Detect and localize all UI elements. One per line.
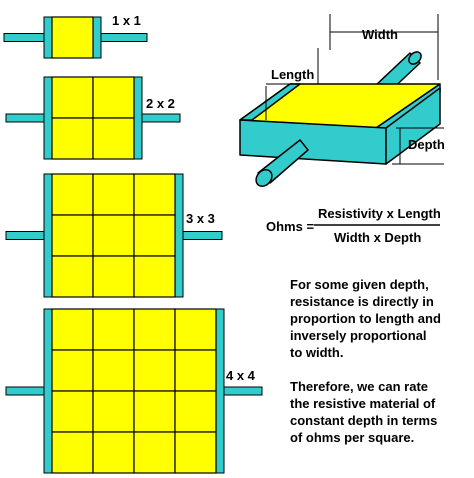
note-line <box>290 361 441 378</box>
dimension-lines <box>265 14 444 165</box>
lead-wire-right <box>182 231 223 240</box>
bar-pin-back-end <box>408 51 422 65</box>
note-line: Therefore, we can rate <box>290 379 428 394</box>
grid-square <box>133 214 176 257</box>
grid-label-4x4: 4 x 4 <box>226 368 255 383</box>
formula-numerator: Resistivity x Length <box>318 206 441 221</box>
contact-right <box>133 76 143 160</box>
grid-square <box>51 390 94 433</box>
grid-square <box>51 173 94 216</box>
grid-square <box>92 214 135 257</box>
grid-square <box>51 308 94 351</box>
bar-pin-front-end <box>255 169 273 187</box>
grid-square <box>133 349 176 392</box>
grid-square <box>174 431 217 474</box>
contact-right <box>215 308 225 474</box>
contact-left <box>43 173 53 298</box>
bar-front-face <box>239 119 387 165</box>
grid-square <box>92 390 135 433</box>
note-line: proportion to length and <box>290 311 441 326</box>
length-label: Length <box>271 67 315 82</box>
grid-square <box>92 255 135 298</box>
grid-square <box>174 349 217 392</box>
grid-square <box>133 173 176 216</box>
width-label: Width <box>362 27 398 42</box>
grid-square <box>51 255 94 298</box>
grid-square <box>51 214 94 257</box>
grid-square <box>92 76 135 119</box>
formula-denominator: Width x Depth <box>334 230 422 245</box>
note-line: the resistive material of <box>290 396 436 411</box>
lead-wire-right <box>141 113 181 123</box>
grid-square <box>92 349 135 392</box>
explanation-text: For some given depth, resistance is dire… <box>290 276 441 446</box>
grid-square <box>51 16 94 59</box>
grid-square <box>51 349 94 392</box>
grid-square <box>51 117 94 160</box>
depth-label: Depth <box>408 137 445 152</box>
grid-square <box>174 390 217 433</box>
grid-label-2x2: 2 x 2 <box>146 96 175 111</box>
grid-square <box>133 308 176 351</box>
formula-lhs: Ohms = <box>266 219 315 234</box>
contact-left <box>43 76 53 160</box>
lead-wire-right <box>223 386 263 396</box>
contact-right <box>92 16 102 59</box>
grid-square <box>92 431 135 474</box>
grid-square <box>174 308 217 351</box>
note-line: constant depth in terms <box>290 413 438 428</box>
contact-left <box>43 16 53 59</box>
grid-square <box>51 431 94 474</box>
grid-square <box>92 117 135 160</box>
grid-square <box>133 255 176 298</box>
resistor-bar <box>239 51 441 187</box>
grid-square <box>133 390 176 433</box>
grid-square <box>92 308 135 351</box>
grid-label-1x1: 1 x 1 <box>112 13 141 28</box>
note-line: For some given depth, <box>290 277 429 292</box>
grid-square <box>133 431 176 474</box>
square-grids <box>3 16 263 474</box>
grid-square <box>51 76 94 119</box>
note-line: of ohms per square. <box>290 430 415 445</box>
note-line: to width. <box>290 345 344 360</box>
contact-left <box>43 308 53 474</box>
grid-square <box>92 173 135 216</box>
lead-wire-right <box>100 33 148 42</box>
grid-label-3x3: 3 x 3 <box>186 211 215 226</box>
contact-right <box>174 173 184 298</box>
note-line: resistance is directly in <box>290 294 434 309</box>
note-line: inversely proportional <box>290 328 427 343</box>
